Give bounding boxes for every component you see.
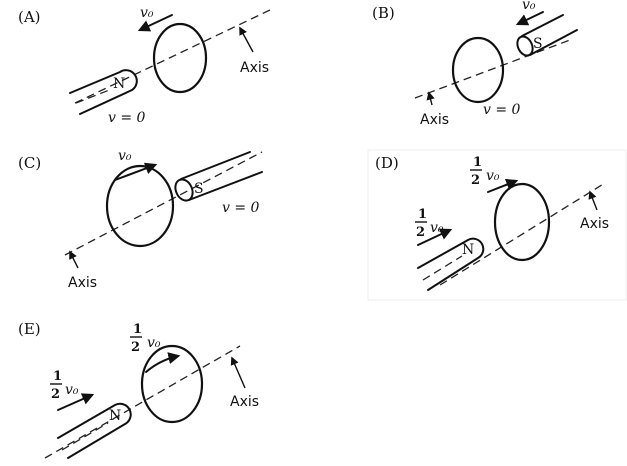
axis-label: Axis [68, 275, 97, 291]
panel-a: (A) N v₀ v = 0 Axis [18, 5, 271, 126]
bar-magnet: S [174, 151, 263, 202]
ring [493, 182, 551, 262]
axis-line [64, 151, 263, 256]
axis-pointer [239, 26, 254, 53]
panel-label: (C) [18, 154, 41, 172]
magnet-velocity-numerator: 1 [418, 207, 427, 222]
ring-velocity-symbol: v₀ [486, 168, 500, 184]
axis-pointer [426, 91, 435, 106]
velocity-arrow [137, 14, 173, 32]
panel-label: (E) [18, 320, 41, 338]
ring-velocity-numerator: 1 [133, 322, 142, 337]
panel-d: (D) N 1 2 v₀ 1 2 v₀ Axis [367, 149, 627, 301]
panel-e: (E) N 1 2 v₀ 1 2 v₀ Axis [18, 320, 259, 459]
velocity-arrow [114, 162, 158, 181]
ring [140, 344, 204, 424]
magnet-velocity-numerator: 1 [53, 369, 62, 384]
magnet-velocity-denominator: 2 [51, 387, 60, 402]
axis-line [439, 182, 606, 286]
ring-velocity-denominator: 2 [131, 340, 140, 355]
bar-magnet: N [69, 69, 138, 115]
ring-velocity-label: v₀ [140, 5, 154, 21]
panel-label: (D) [375, 154, 399, 172]
magnet-pole: N [113, 76, 125, 92]
magnet-pole: S [533, 36, 543, 52]
ring-velocity-arrow [487, 178, 519, 193]
magnet-velocity-arrow [57, 393, 95, 411]
ring [105, 164, 175, 248]
axis-label: Axis [420, 112, 449, 128]
bar-magnet: N [57, 402, 132, 459]
magnet-velocity-symbol: v₀ [65, 382, 79, 398]
axis-label: Axis [580, 216, 609, 232]
axis-label: Axis [240, 60, 269, 76]
axis-pointer [230, 356, 246, 389]
ring-velocity-denominator: 2 [471, 173, 480, 188]
ring-velocity-numerator: 1 [473, 155, 482, 170]
magnet-velocity-label: v₀ [522, 0, 536, 13]
magnet-velocity-denominator: 2 [416, 225, 425, 240]
magnet-velocity-arrow [417, 228, 453, 246]
axis-line [74, 9, 271, 104]
magnet-pole: S [194, 181, 204, 197]
velocity-arrow [515, 11, 544, 26]
panel-c: (C) S v₀ v = 0 Axis [18, 148, 263, 291]
axis-line [414, 39, 571, 99]
panel-b: (B) S v₀ v = 0 Axis [372, 0, 578, 128]
ring-velocity-label: v₀ [118, 148, 132, 164]
magnet-pole: N [462, 242, 474, 258]
axis-line [44, 345, 241, 459]
ring-velocity-label: v = 0 [483, 102, 521, 118]
ring [152, 22, 208, 94]
bar-magnet: S [516, 14, 578, 57]
axis-pointer [588, 190, 598, 211]
ring-velocity-arrow [145, 352, 181, 373]
ring-velocity-symbol: v₀ [147, 335, 161, 351]
panel-label: (B) [372, 4, 395, 22]
axis-label: Axis [230, 394, 259, 410]
panel-frame [367, 149, 627, 301]
panel-label: (A) [18, 8, 41, 26]
magnet-velocity-label: v = 0 [222, 200, 260, 216]
axis-pointer [69, 250, 79, 269]
bar-magnet: N [417, 237, 485, 291]
magnet-velocity-label: v = 0 [108, 110, 146, 126]
ring [451, 36, 505, 104]
magnet-pole: N [109, 408, 121, 424]
